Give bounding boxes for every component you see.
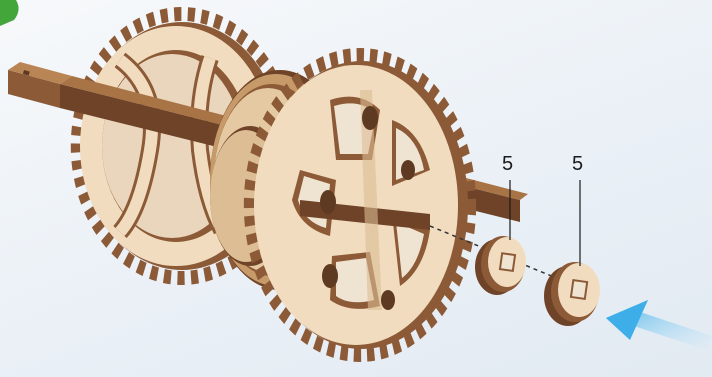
step-tab-icon <box>0 0 19 26</box>
callout-label-washer-2: 5 <box>572 154 583 174</box>
assembly-arrow-icon <box>606 300 712 350</box>
callout-label-washer-1: 5 <box>502 154 513 174</box>
washer-part-2 <box>544 180 600 326</box>
